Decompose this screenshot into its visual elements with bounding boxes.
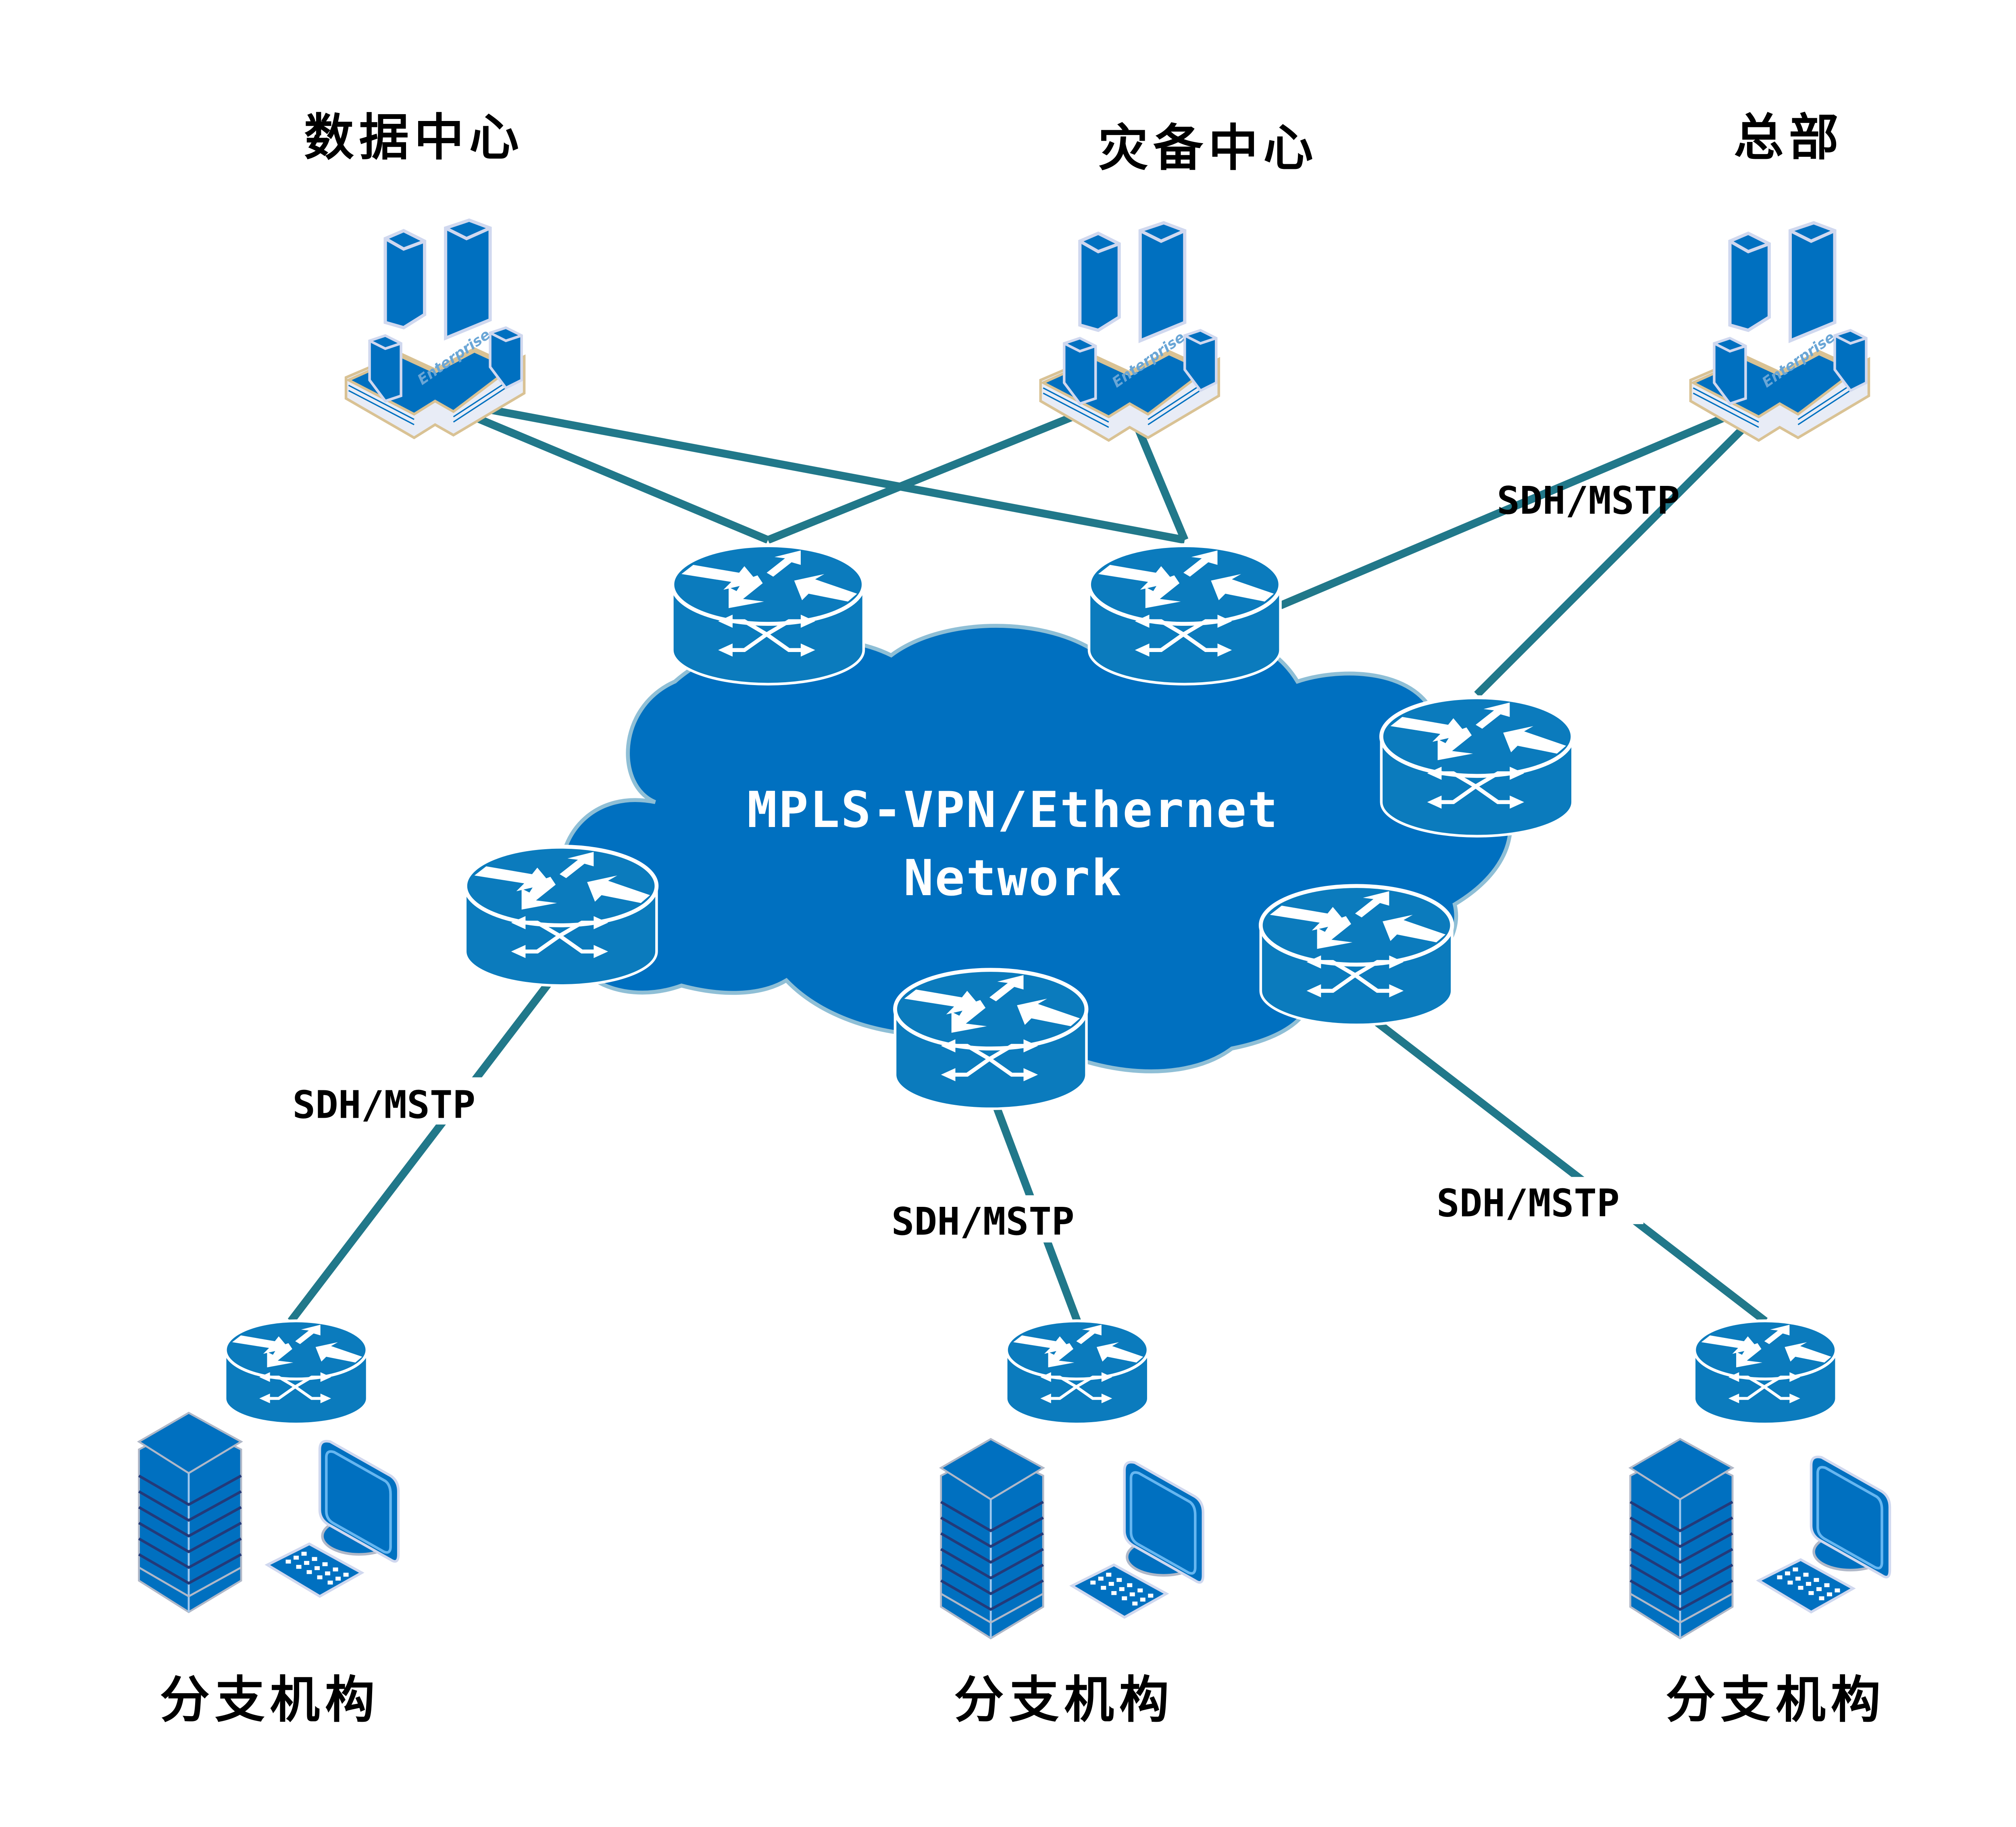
router-icon [1089, 545, 1281, 684]
server-tower-icon [941, 1439, 1043, 1638]
enterprise-building-icon [346, 220, 524, 438]
enterprise-building-icon [1041, 223, 1219, 441]
branch-label: 分支机构 [160, 1671, 380, 1729]
site-label-datacenter: 数据中心 [304, 109, 524, 167]
router-icon [1381, 697, 1573, 836]
link-label-hq: SDH/MSTP [1497, 479, 1680, 523]
link-hq-pe2 [1279, 392, 1777, 609]
link-datacenter-pe2 [429, 394, 1186, 544]
server-tower-icon [1630, 1439, 1733, 1638]
router-icon [225, 1321, 367, 1424]
branch-1: 分支机构 [139, 1321, 399, 1729]
enterprise-building-icon [1691, 223, 1869, 441]
link-pe5-branch3 [1354, 1003, 1768, 1325]
link-label-text: SDH/MSTP [1437, 1181, 1620, 1225]
link-label-text: SDH/MSTP [891, 1200, 1075, 1244]
site-label-headquarters: 总部 [1734, 109, 1844, 167]
link-label-text: SDH/MSTP [292, 1083, 475, 1127]
cloud-label-line2: Network [904, 849, 1123, 907]
branch-2: 分支机构 [941, 1321, 1203, 1729]
router-icon [1695, 1321, 1836, 1424]
router-icon [1006, 1321, 1148, 1424]
workstation-icon [1072, 1462, 1203, 1617]
router-icon [895, 970, 1087, 1109]
link-datacenter-pe1 [428, 395, 770, 544]
router-icon [672, 545, 864, 684]
site-label-drcenter: 灾备中心 [1098, 119, 1318, 177]
link-pe4-branch1 [287, 965, 564, 1324]
branch-label: 分支机构 [1666, 1671, 1886, 1729]
link-drcenter-pe1 [766, 392, 1126, 544]
router-icon [465, 847, 657, 986]
link-label-branch2: SDH/MSTP [867, 1195, 1098, 1244]
server-tower-icon [139, 1413, 242, 1612]
link-label-branch1: SDH/MSTP [269, 1077, 500, 1127]
workstation-icon [267, 1441, 398, 1596]
link-hq-pe3 [1474, 393, 1779, 698]
links [287, 392, 1779, 1325]
router-icon [1261, 886, 1452, 1025]
branch-3: 分支机构 [1630, 1321, 1890, 1729]
cloud-label-line1: MPLS-VPN/Ethernet [747, 781, 1279, 839]
link-label-branch3: SDH/MSTP [1412, 1177, 1643, 1225]
link-label-text: SDH/MSTP [1497, 479, 1680, 523]
branch-label: 分支机构 [954, 1671, 1174, 1729]
workstation-icon [1759, 1457, 1890, 1612]
